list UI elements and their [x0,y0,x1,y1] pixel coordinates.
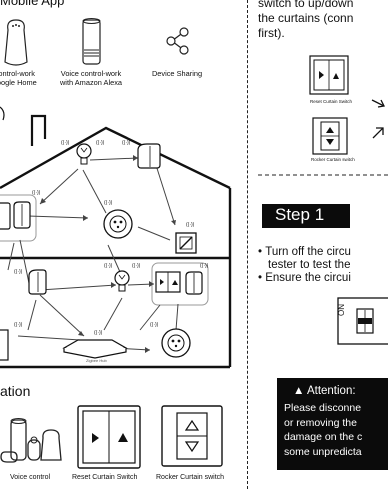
intro-text: switch to up/down the curtains (conn fir… [258,0,354,40]
amazon-echo-icon [82,18,101,65]
curtain-motor-lower-icon [28,269,47,295]
step-title: Step 1 [275,205,325,224]
signal-icon: ((·)) [186,222,195,228]
attention-title: Attention: [306,385,356,397]
signal-icon: ((·)) [14,322,23,328]
wall-panel-icon [0,329,9,361]
bullet-list: • Turn off the circu tester to test the … [258,246,351,285]
bulb-icon [76,143,92,165]
switch-label-rocker: Rocker Curtain switch [311,157,355,162]
curtain-motor-icon [137,143,161,169]
smart-plug-lower-icon [161,328,191,358]
signal-icon: ((·)) [96,140,105,146]
house-diagram [0,106,232,369]
signal-icon: ((·)) [200,263,209,269]
bullet-text: tester to test the [268,259,351,271]
column-divider [247,0,248,489]
signal-icon: ((·)) [32,190,41,196]
wall-switch-icon [175,232,197,254]
signal-icon: ((·)) [94,330,103,336]
bottom-device-icons [0,405,223,469]
signal-icon: ((·)) [122,140,131,146]
signal-icon: ((·)) [14,269,23,275]
curtain-devices-icon [0,201,31,230]
bulb-lower-icon [114,270,130,292]
bullet-text: Ensure the circui [265,272,351,284]
signal-icon: ((·)) [61,140,70,146]
attention-text: Please disconne or removing the damage o… [284,402,363,458]
google-home-icon [4,19,28,66]
hub-label: Zigbee Hub [86,358,107,363]
signal-icon: ((·)) [104,263,113,269]
section-title: Mobile App [0,0,65,8]
device-label-sharing: Device Sharing [151,69,203,78]
section-heading: ation [0,383,31,399]
warning-icon: ▲ [293,385,305,397]
signal-icon: ((·)) [132,263,141,269]
rocker-curtain-switch-small-icon [312,117,348,155]
curtain-switch-pair-icon [155,271,203,295]
device-label-alexa: Voice control-work with Amazon Alexa [59,69,123,87]
signal-icon: ((·)) [104,200,113,206]
device-label-google: Control-work Google Home [0,69,37,87]
breaker-on-label: ON [337,304,346,316]
bullet-dot: • [258,272,266,284]
share-icon [166,27,189,55]
step-banner [262,204,350,228]
bullet-dot: • [258,246,266,258]
signal-icon: ((·)) [150,322,159,328]
rocker-curtain-switch-icon [161,405,223,467]
bottom-label-voice: Voice control [10,474,51,481]
attention-box [277,378,388,470]
switch-label-reset: Reset Curtain Switch [310,99,353,104]
bottom-label-rocker: Rocker Curtain switch [156,474,225,481]
reset-curtain-switch-small-icon [309,55,349,95]
zigbee-hub-icon [62,339,128,359]
voice-speakers-icon [0,418,62,463]
smart-plug-icon [103,209,133,239]
top-device-icons [4,18,189,66]
bottom-label-reset: Reset Curtain Switch [72,474,138,481]
attention-header: ▲ Attention: [293,385,356,397]
reset-curtain-switch-icon [77,405,141,469]
bullet-text: Turn off the circu [265,246,351,258]
